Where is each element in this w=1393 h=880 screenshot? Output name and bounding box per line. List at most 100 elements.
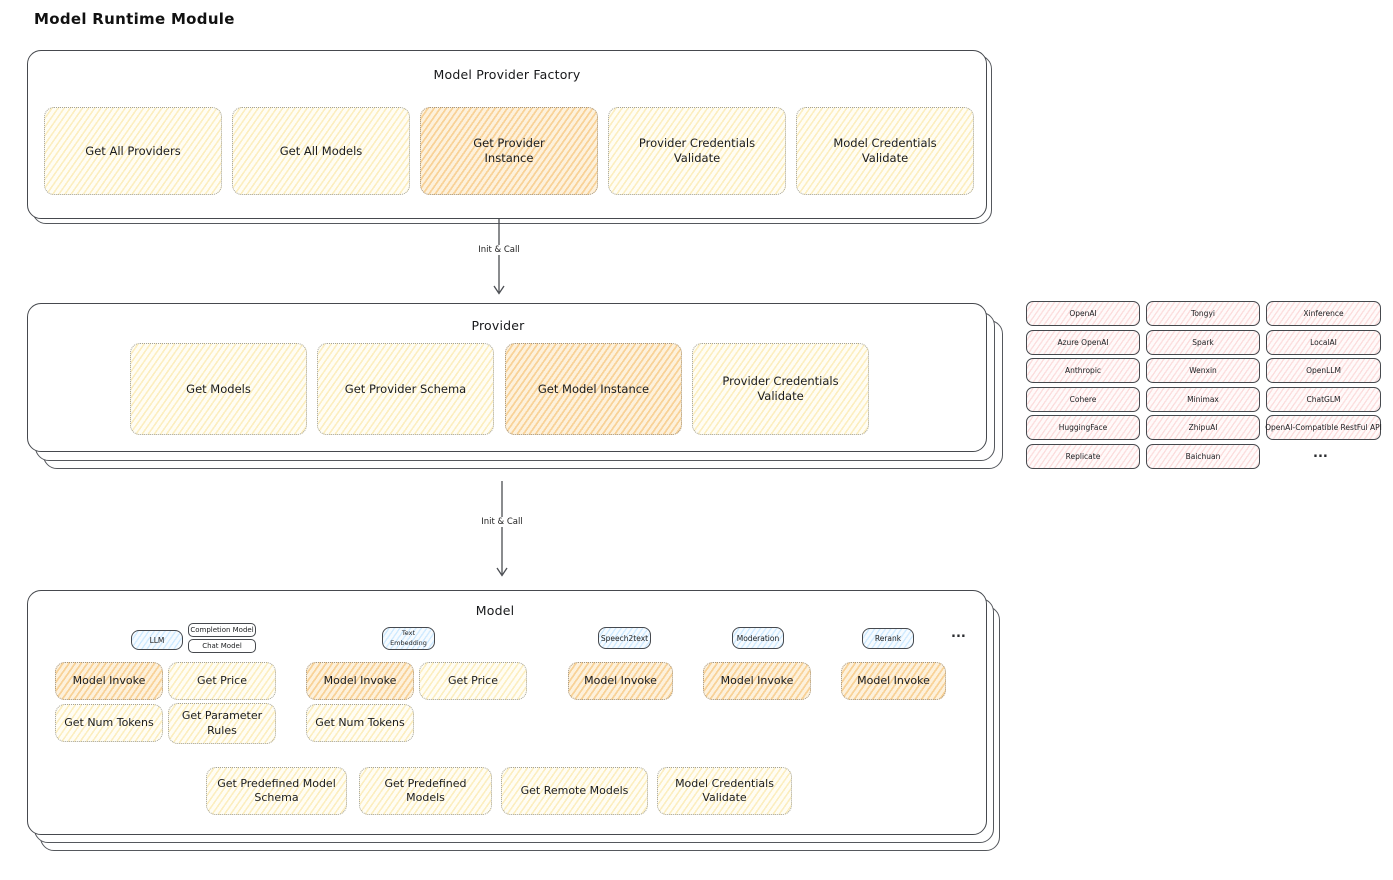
node-model-invoke-label: Model Invoke	[857, 673, 930, 687]
node-get-provider-instance: Get Provider Instance	[420, 107, 598, 195]
provider-anthropic: Anthropic	[1026, 358, 1140, 383]
page-title: Model Runtime Module	[34, 10, 235, 28]
tab-text-embedding: Text Embedding	[382, 627, 435, 650]
node-get-predefined-models-label: Get Predefined Models	[384, 776, 467, 804]
node-provider-credentials-validate: Provider Credentials Validate	[608, 107, 786, 195]
provider-xinference: Xinference	[1266, 301, 1381, 326]
provider-openai-label: OpenAI	[1069, 309, 1097, 318]
provider-spark-label: Spark	[1192, 338, 1214, 347]
provider-tongyi-label: Tongyi	[1191, 309, 1215, 318]
provider-minimax: Minimax	[1146, 387, 1260, 412]
node-get-provider-instance-label: Get Provider Instance	[473, 136, 545, 165]
node-model-invoke: Model Invoke	[703, 662, 811, 700]
node-get-price: Get Price	[168, 662, 276, 700]
provider-chatglm: ChatGLM	[1266, 387, 1381, 412]
node-get-num-tokens-label: Get Num Tokens	[64, 715, 154, 729]
model-more-ellipsis: ...	[951, 626, 966, 641]
node-model-credentials-validate: Model Credentials Validate	[796, 107, 974, 195]
provider-azure-openai-label: Azure OpenAI	[1057, 338, 1109, 347]
node-model-credentials-validate: Model Credentials Validate	[657, 767, 792, 815]
arrow-line-icon	[493, 219, 505, 295]
node-model-invoke: Model Invoke	[55, 662, 163, 700]
provider-baichuan-label: Baichuan	[1185, 452, 1221, 461]
node-get-models: Get Models	[130, 343, 307, 435]
node-get-remote-models-label: Get Remote Models	[520, 783, 629, 797]
node-get-all-models: Get All Models	[232, 107, 410, 195]
node-get-num-tokens-label: Get Num Tokens	[315, 715, 405, 729]
tab-rerank-label: Rerank	[874, 634, 902, 643]
node-model-credentials-validate-label: Model Credentials Validate	[675, 776, 774, 804]
node-get-predefined-model-schema-label: Get Predefined Model Schema	[217, 776, 336, 804]
node-get-parameter-rules-label: Get Parameter Rules	[181, 709, 263, 737]
init-call-arrow-1: Init & Call	[475, 219, 523, 295]
init-call-arrow-2: Init & Call	[478, 481, 526, 577]
node-get-predefined-model-schema: Get Predefined Model Schema	[206, 767, 347, 815]
provider-wenxin: Wenxin	[1146, 358, 1260, 383]
node-get-all-providers-label: Get All Providers	[85, 143, 181, 158]
node-get-models-label: Get Models	[186, 381, 251, 396]
node-get-num-tokens: Get Num Tokens	[55, 704, 163, 742]
provider-cohere: Cohere	[1026, 387, 1140, 412]
node-get-all-models-label: Get All Models	[279, 143, 363, 158]
provider-title: Provider	[471, 318, 525, 333]
tab-moderation: Moderation	[732, 627, 784, 649]
provider-anthropic-label: Anthropic	[1064, 366, 1102, 375]
provider-azure-openai: Azure OpenAI	[1026, 330, 1140, 355]
node-model-invoke-label: Model Invoke	[584, 673, 657, 687]
provider-replicate: Replicate	[1026, 444, 1140, 469]
node-model-invoke: Model Invoke	[568, 662, 673, 700]
node-get-predefined-models: Get Predefined Models	[359, 767, 492, 815]
node-get-num-tokens: Get Num Tokens	[306, 704, 414, 742]
provider-zhipuai: ZhipuAI	[1146, 415, 1260, 440]
node-get-model-instance: Get Model Instance	[505, 343, 682, 435]
factory-title: Model Provider Factory	[433, 67, 581, 82]
provider-xinference-label: Xinference	[1303, 309, 1344, 318]
provider-wenxin-label: Wenxin	[1189, 366, 1217, 375]
provider-openai-compatible-restful-api: OpenAI-Compatible RestFul API	[1265, 415, 1382, 440]
node-provider-credentials-validate-label: Provider Credentials Validate	[722, 374, 839, 403]
node-get-parameter-rules: Get Parameter Rules	[168, 703, 276, 744]
node-model-invoke: Model Invoke	[306, 662, 414, 700]
arrow-line-icon	[496, 481, 508, 577]
provider-cohere-label: Cohere	[1069, 395, 1097, 404]
node-get-price-label: Get Price	[448, 673, 498, 687]
arrow-label: Init & Call	[475, 245, 523, 255]
node-get-remote-models: Get Remote Models	[501, 767, 648, 815]
tab-text-embedding-label: Text Embedding	[390, 629, 427, 647]
node-model-invoke-label: Model Invoke	[323, 673, 397, 687]
provider-openllm: OpenLLM	[1266, 358, 1381, 383]
provider-openai: OpenAI	[1026, 301, 1140, 326]
node-provider-credentials-validate-label: Provider Credentials Validate	[638, 136, 756, 165]
tab-llm-label: LLM	[149, 635, 165, 645]
node-model-invoke-label: Model Invoke	[720, 673, 794, 687]
arrow-label: Init & Call	[478, 517, 526, 527]
provider-zhipuai-label: ZhipuAI	[1188, 423, 1218, 432]
node-get-provider-schema: Get Provider Schema	[317, 343, 494, 435]
node-model-invoke-label: Model Invoke	[72, 673, 146, 687]
provider-localai: LocalAI	[1266, 330, 1381, 355]
node-get-all-providers: Get All Providers	[44, 107, 222, 195]
tab-rerank: Rerank	[862, 628, 914, 649]
provider-baichuan: Baichuan	[1146, 444, 1260, 469]
node-get-price: Get Price	[419, 662, 527, 700]
node-model-credentials-validate-label: Model Credentials Validate	[833, 136, 937, 165]
node-get-price-label: Get Price	[197, 673, 247, 687]
tab-moderation-label: Moderation	[736, 633, 780, 643]
provider-openai-compatible-restful-api-label: OpenAI-Compatible RestFul API	[1265, 423, 1382, 432]
providers-more-ellipsis: ...	[1313, 446, 1328, 461]
provider-openllm-label: OpenLLM	[1306, 366, 1341, 375]
provider-localai-label: LocalAI	[1310, 338, 1337, 347]
model-title: Model	[475, 603, 515, 618]
provider-minimax-label: Minimax	[1187, 395, 1219, 404]
node-get-provider-schema-label: Get Provider Schema	[344, 381, 467, 396]
tab-speech2text: Speech2text	[598, 627, 651, 649]
provider-huggingface-label: HuggingFace	[1058, 423, 1108, 432]
tab-chat-model: Chat Model	[188, 639, 256, 653]
provider-huggingface: HuggingFace	[1026, 415, 1140, 440]
tab-speech2text-label: Speech2text	[600, 633, 649, 643]
node-provider-credentials-validate: Provider Credentials Validate	[692, 343, 869, 435]
tab-completion-model: Completion Model	[188, 623, 256, 637]
node-get-model-instance-label: Get Model Instance	[537, 381, 650, 396]
tab-llm: LLM	[131, 630, 183, 650]
tab-completion-model-label: Completion Model	[190, 626, 254, 634]
